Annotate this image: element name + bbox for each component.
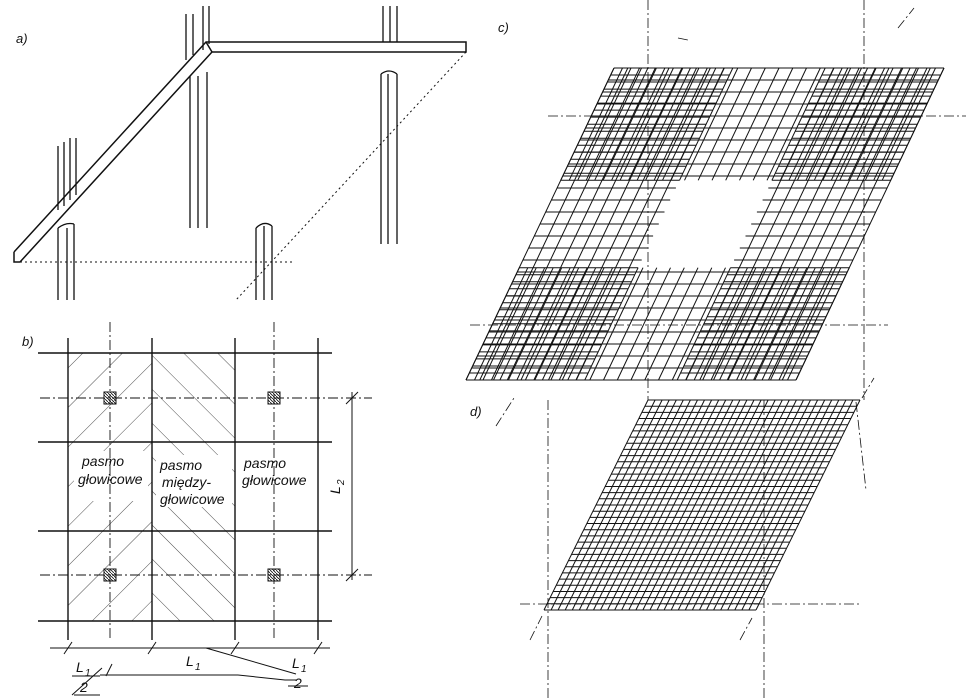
column-rear-right bbox=[380, 6, 398, 244]
svg-text:1: 1 bbox=[301, 664, 307, 675]
strip-label-left: pasmo głowicowe bbox=[78, 453, 143, 487]
svg-text:pasmo: pasmo bbox=[159, 457, 202, 473]
panel-label-b: b) bbox=[22, 334, 34, 349]
svg-text:pasmo: pasmo bbox=[81, 453, 124, 469]
panel-a-perspective bbox=[13, 6, 467, 301]
svg-text:2: 2 bbox=[336, 479, 347, 486]
strip-label-middle: pasmo między- głowicowe bbox=[159, 457, 225, 507]
panel-label-c: c) bbox=[498, 20, 509, 35]
slab-plane-dotted bbox=[20, 51, 467, 301]
svg-text:2: 2 bbox=[79, 679, 88, 695]
svg-text:między-: między- bbox=[162, 474, 211, 490]
label-L2: L 2 bbox=[327, 479, 347, 494]
strip-label-right: pasmo głowicowe bbox=[242, 455, 307, 488]
svg-text:głowicowe: głowicowe bbox=[242, 472, 307, 488]
slab-edge bbox=[13, 41, 467, 263]
column-capitals bbox=[103, 391, 281, 582]
svg-text:2: 2 bbox=[293, 675, 302, 691]
svg-text:głowicowe: głowicowe bbox=[78, 471, 143, 487]
svg-text:głowicowe: głowicowe bbox=[160, 491, 225, 507]
panel-b-plan bbox=[38, 322, 372, 696]
label-L1: L 1 bbox=[186, 653, 201, 673]
panel-label-d: d) bbox=[470, 404, 482, 419]
panel-c-reinforcement-mesh bbox=[465, 0, 966, 427]
dimension-L1 bbox=[50, 641, 330, 696]
label-L1-half-right: L 1 2 bbox=[292, 655, 307, 691]
svg-text:L: L bbox=[186, 653, 194, 669]
svg-text:pasmo: pasmo bbox=[243, 455, 286, 471]
svg-text:L: L bbox=[292, 655, 300, 671]
svg-text:1: 1 bbox=[195, 662, 201, 673]
column-rear-left bbox=[185, 6, 210, 228]
panel-d-reinforcement-mesh bbox=[520, 399, 867, 699]
svg-text:1: 1 bbox=[85, 668, 91, 679]
label-L1-half-left: L 1 2 bbox=[76, 659, 91, 695]
svg-text:L: L bbox=[327, 486, 343, 494]
svg-text:L: L bbox=[76, 659, 84, 675]
panel-label-a: a) bbox=[16, 31, 28, 46]
column-front-middle bbox=[255, 222, 273, 300]
column-front-left bbox=[57, 138, 77, 300]
dimension-L2 bbox=[345, 391, 359, 582]
